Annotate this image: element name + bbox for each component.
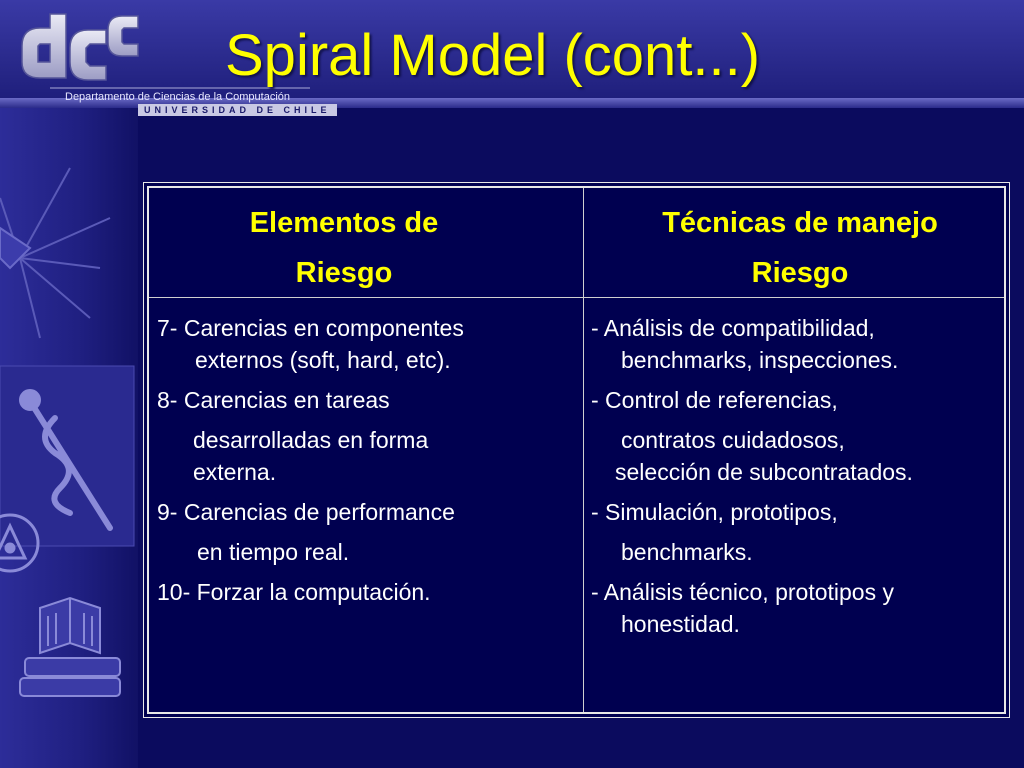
dcc-logo-mark <box>21 13 310 89</box>
list-item: desarrolladas en forma <box>193 427 429 453</box>
list-item: en tiempo real. <box>197 539 350 565</box>
header-line: Elementos de <box>249 207 439 239</box>
list-item: benchmarks, inspecciones. <box>621 347 899 373</box>
list-item: benchmarks. <box>621 539 753 565</box>
list-item: 8- Carencias en tareas <box>157 387 390 413</box>
list-item: 7- Carencias en componentes <box>157 315 464 341</box>
slide-title: Spiral Model (cont...) <box>225 23 761 88</box>
list-item: 10- Forzar la computación. <box>157 579 431 605</box>
list-item: - Análisis técnico, prototipos y <box>591 579 894 605</box>
list-item: honestidad. <box>621 611 740 637</box>
logo-department-text: Departamento de Ciencias de la Computaci… <box>65 91 291 103</box>
risk-table: Elementos de Riesgo Técnicas de manejo R… <box>143 182 1010 718</box>
header-risk-elements: Elementos de Riesgo <box>149 198 539 298</box>
list-item: - Simulación, prototipos, <box>591 499 838 525</box>
header-row-divider <box>149 297 1004 298</box>
list-item: contratos cuidadosos, <box>621 427 845 453</box>
caduceus-icon <box>19 389 113 531</box>
list-item: selección de subcontratados. <box>615 459 913 485</box>
management-techniques-cell: - Análisis de compatibilidad, benchmarks… <box>591 312 1007 640</box>
header-line: Riesgo <box>295 257 393 289</box>
list-item: externa. <box>193 459 277 485</box>
star-burst-icon <box>0 167 111 339</box>
risk-elements-cell: 7- Carencias en componentes externos (so… <box>157 312 577 608</box>
list-item: - Control de referencias, <box>591 387 838 413</box>
books-icon <box>19 596 121 697</box>
risk-table-inner-border: Elementos de Riesgo Técnicas de manejo R… <box>147 186 1006 714</box>
dcc-logo: Departamento de Ciencias de la Computaci… <box>10 6 337 116</box>
list-item: externos (soft, hard, etc). <box>195 347 451 373</box>
decorative-sidebar <box>0 108 138 768</box>
header-management-techniques: Técnicas de manejo Riesgo <box>583 198 1017 298</box>
triangle-eye-icon <box>0 513 40 573</box>
logo-university-text: UNIVERSIDAD DE CHILE <box>138 104 337 116</box>
list-item: 9- Carencias de performance <box>157 499 455 525</box>
list-item: - Análisis de compatibilidad, <box>591 315 875 341</box>
header-line: Riesgo <box>751 257 849 289</box>
column-divider <box>583 188 584 712</box>
header-divider <box>0 98 1024 108</box>
header-line: Técnicas de manejo <box>662 207 938 239</box>
header-band <box>0 0 1024 108</box>
